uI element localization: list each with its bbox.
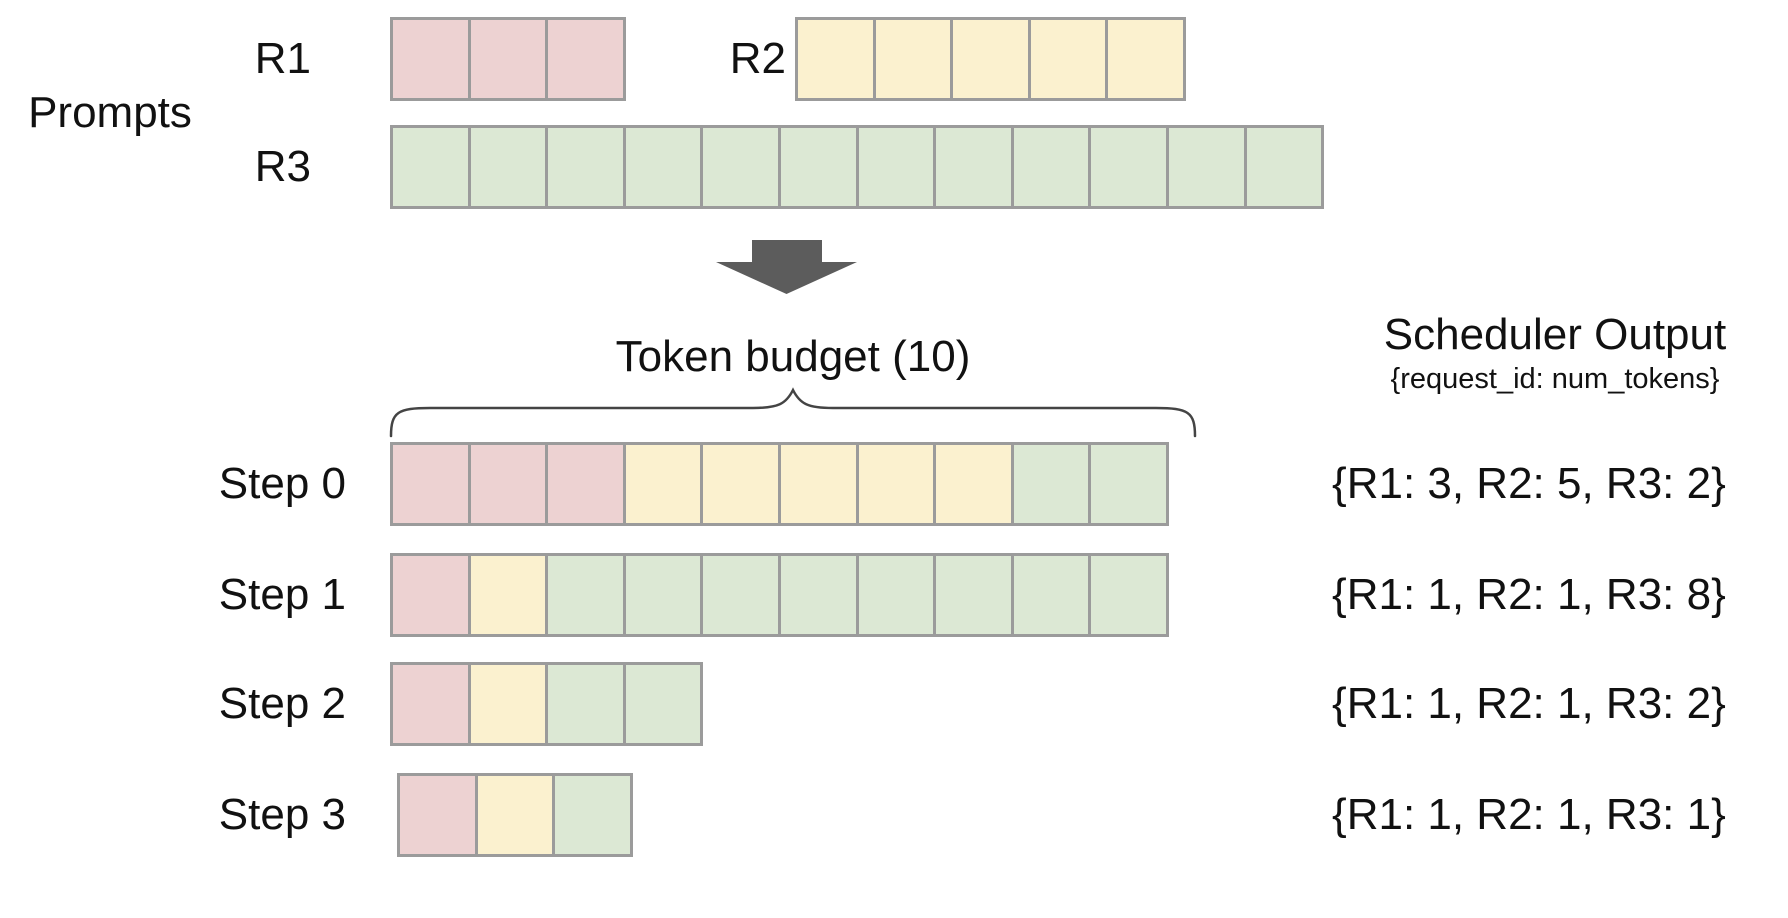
token-cell-r1 (397, 773, 478, 857)
token-cell-r1 (390, 442, 471, 526)
token-cell-r3 (1165, 125, 1247, 209)
token-cell-r3 (700, 553, 781, 637)
scheduler-output-subtitle: {request_id: num_tokens} (1390, 363, 1720, 395)
token-cell-r1 (390, 662, 471, 746)
token-cell-r2 (467, 553, 549, 637)
step-0-label: Step 0 (218, 458, 346, 508)
token-cell-r1 (545, 442, 626, 526)
token-cell-r3 (545, 553, 626, 637)
prompts-section-label: Prompts (28, 87, 192, 137)
token-cell-r2 (474, 773, 556, 857)
token-cell-r2 (1027, 17, 1109, 101)
token-cell-r3 (1010, 442, 1092, 526)
request-r3-token-row (390, 125, 1325, 209)
token-cell-r2 (700, 442, 781, 526)
token-cell-r3 (1088, 125, 1169, 209)
token-cell-r2 (1105, 17, 1186, 101)
token-cell-r3 (1010, 125, 1092, 209)
token-cell-r2 (467, 662, 549, 746)
step-3-token-row (397, 773, 633, 857)
token-cell-r3 (545, 125, 626, 209)
token-cell-r2 (872, 17, 954, 101)
token-cell-r3 (933, 125, 1014, 209)
request-r1-token-row (390, 17, 626, 101)
token-cell-r3 (1010, 553, 1092, 637)
token-cell-r3 (467, 125, 549, 209)
token-cell-r1 (390, 17, 471, 101)
step-0-token-row (390, 442, 1169, 526)
token-cell-r3 (700, 125, 781, 209)
token-cell-r3 (1088, 442, 1169, 526)
token-cell-r2 (933, 442, 1014, 526)
token-cell-r1 (545, 17, 626, 101)
token-cell-r3 (855, 125, 937, 209)
token-cell-r3 (1088, 553, 1169, 637)
token-budget-label: Token budget (10) (615, 332, 971, 381)
token-cell-r2 (795, 17, 876, 101)
step-3-label: Step 3 (218, 789, 346, 839)
step-2-label: Step 2 (218, 678, 346, 728)
token-cell-r3 (777, 125, 859, 209)
token-cell-r3 (622, 553, 704, 637)
token-cell-r1 (467, 17, 549, 101)
request-r3-label: R3 (254, 141, 311, 191)
token-cell-r2 (950, 17, 1031, 101)
token-cell-r3 (622, 125, 704, 209)
scheduler-output-title: Scheduler Output (1383, 310, 1727, 359)
token-cell-r2 (622, 442, 704, 526)
token-cell-r3 (777, 553, 859, 637)
token-cell-r1 (467, 442, 549, 526)
request-r2-token-row (795, 17, 1186, 101)
token-cell-r3 (855, 553, 937, 637)
token-cell-r1 (390, 553, 471, 637)
request-r1-label: R1 (254, 33, 311, 83)
token-cell-r3 (933, 553, 1014, 637)
token-cell-r3 (545, 662, 626, 746)
step-2-token-row (390, 662, 704, 746)
token-cell-r3 (552, 773, 633, 857)
token-cell-r3 (622, 662, 704, 746)
step-1-scheduler-output: {R1: 1, R2: 1, R3: 8} (1332, 570, 1726, 619)
token-cell-r2 (777, 442, 859, 526)
step-0-scheduler-output: {R1: 3, R2: 5, R3: 2} (1332, 459, 1726, 508)
step-2-scheduler-output: {R1: 1, R2: 1, R3: 2} (1332, 679, 1726, 728)
request-r2-label: R2 (729, 33, 786, 83)
down-arrow-icon (716, 240, 857, 299)
token-cell-r2 (855, 442, 937, 526)
token-cell-r3 (1243, 125, 1325, 209)
step-1-label: Step 1 (218, 569, 346, 619)
token-budget-brace-icon (388, 386, 1198, 443)
token-cell-r3 (390, 125, 471, 209)
step-1-token-row (390, 553, 1169, 637)
step-3-scheduler-output: {R1: 1, R2: 1, R3: 1} (1332, 790, 1726, 839)
